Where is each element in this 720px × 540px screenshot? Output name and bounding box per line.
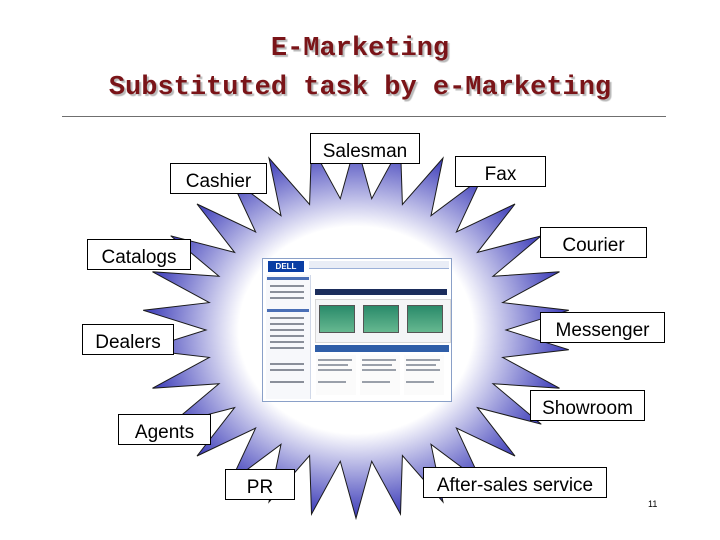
label-dealers: Dealers <box>82 324 174 355</box>
site-left-box <box>267 277 309 280</box>
label-salesman: Salesman <box>310 133 420 164</box>
site-left-line <box>270 323 304 325</box>
site-text-line <box>362 381 390 383</box>
label-messenger: Messenger <box>540 312 665 343</box>
site-heading-bar <box>315 289 447 295</box>
site-text-line <box>406 381 434 383</box>
site-logo: DELL <box>268 261 304 272</box>
site-text-line <box>318 369 352 371</box>
site-left-box <box>267 309 309 312</box>
site-product-column <box>404 355 444 395</box>
site-left-line <box>270 317 304 319</box>
site-product-column <box>316 355 356 395</box>
slide-title-line-2: Substituted task by e-Marketing <box>108 73 612 103</box>
website-screenshot-image: DELL <box>262 258 452 402</box>
title-divider <box>62 116 666 117</box>
site-left-line <box>270 369 304 371</box>
label-catalogs: Catalogs <box>87 239 191 270</box>
site-left-line <box>270 341 304 343</box>
site-left-line <box>270 347 304 349</box>
slide-title-line-1: E-Marketing <box>270 34 450 64</box>
site-text-line <box>318 381 346 383</box>
site-left-line <box>270 291 304 293</box>
label-showroom: Showroom <box>530 390 645 421</box>
site-text-line <box>406 369 440 371</box>
site-text-line <box>318 364 348 366</box>
site-product-column <box>360 355 400 395</box>
site-left-line <box>270 335 304 337</box>
laptop-image <box>363 305 399 333</box>
site-left-line <box>270 297 304 299</box>
site-left-column <box>266 275 311 399</box>
site-nav-bar <box>309 261 449 269</box>
site-left-line <box>270 381 304 383</box>
page-number: 11 <box>648 499 658 509</box>
site-text-line <box>318 359 352 361</box>
site-text-line <box>362 359 396 361</box>
site-text-line <box>362 369 396 371</box>
laptop-image <box>407 305 443 333</box>
label-courier: Courier <box>540 227 647 258</box>
site-left-line <box>270 329 304 331</box>
site-left-line <box>270 363 304 365</box>
site-text-line <box>406 364 436 366</box>
site-left-line <box>270 285 304 287</box>
label-cashier: Cashier <box>170 163 267 194</box>
label-pr: PR <box>225 469 295 500</box>
site-product-tabs <box>315 345 449 352</box>
laptop-image <box>319 305 355 333</box>
site-text-line <box>362 364 392 366</box>
label-after-sales-service: After-sales service <box>423 467 607 498</box>
site-text-line <box>406 359 440 361</box>
label-fax: Fax <box>455 156 546 187</box>
label-agents: Agents <box>118 414 211 445</box>
